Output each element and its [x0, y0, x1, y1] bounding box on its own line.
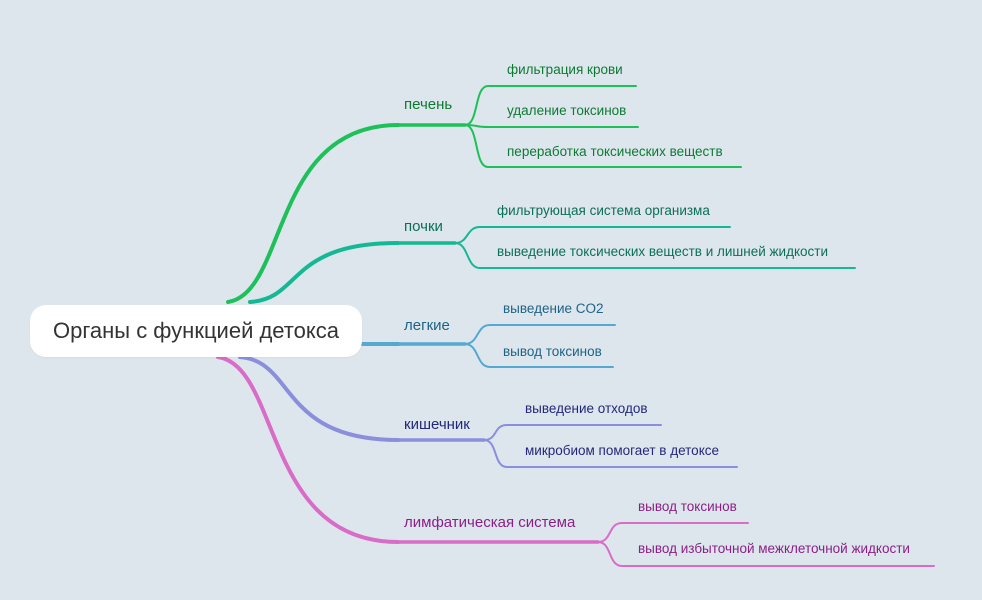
leaf-label-intestine-2[interactable]: микробиом помогает в детоксе: [525, 443, 720, 458]
leaf-label-liver-1[interactable]: фильтрация крови: [507, 62, 623, 77]
leaf-connector-liver-3: [464, 124, 742, 168]
leaf-connector-lymphatic-1: [597, 522, 749, 543]
branch-label-lungs[interactable]: легкие: [404, 317, 450, 334]
leaf-connector-liver-2: [464, 124, 639, 128]
connector-intestine: [238, 355, 400, 442]
branch-label-liver[interactable]: печень: [404, 96, 453, 113]
leaf-connector-kidneys-2: [454, 242, 856, 269]
leaf-label-liver-2[interactable]: удаление токсинов: [507, 103, 627, 118]
leaf-label-kidneys-2[interactable]: выведение токсических веществ и лишней ж…: [497, 244, 829, 259]
connector-liver: [226, 123, 400, 304]
root-node-label: Органы с функцией детокса: [53, 318, 339, 343]
leaf-label-lungs-1[interactable]: выведение CO2: [503, 301, 604, 316]
leaf-connector-lymphatic-2: [597, 541, 935, 567]
leaf-connector-liver-1: [464, 85, 637, 126]
leaf-label-kidneys-1[interactable]: фильтрующая система организма: [497, 203, 710, 218]
branch-label-kidneys[interactable]: почки: [404, 218, 443, 235]
leaf-connector-intestine-1: [483, 424, 662, 441]
leaf-connector-intestine-2: [483, 439, 738, 468]
connector-kidneys: [248, 241, 400, 304]
leaf-connector-lungs-1: [464, 324, 616, 345]
branch-label-lymphatic[interactable]: лимфатическая система: [404, 514, 576, 531]
root-node[interactable]: Органы с функцией детокса: [30, 305, 362, 357]
leaf-label-intestine-1[interactable]: выведение отходов: [525, 401, 648, 416]
leaf-label-lymphatic-2[interactable]: вывод избыточной межклеточной жидкости: [638, 541, 910, 556]
leaf-label-lymphatic-1[interactable]: вывод токсинов: [638, 499, 737, 514]
leaf-label-lungs-2[interactable]: вывод токсинов: [503, 344, 602, 359]
connector-lymphatic: [216, 355, 400, 544]
leaf-connector-kidneys-1: [454, 226, 731, 244]
leaf-label-liver-3[interactable]: переработка токсических веществ: [507, 144, 723, 159]
leaf-connector-lungs-2: [464, 343, 614, 368]
branch-label-intestine[interactable]: кишечник: [404, 416, 470, 433]
